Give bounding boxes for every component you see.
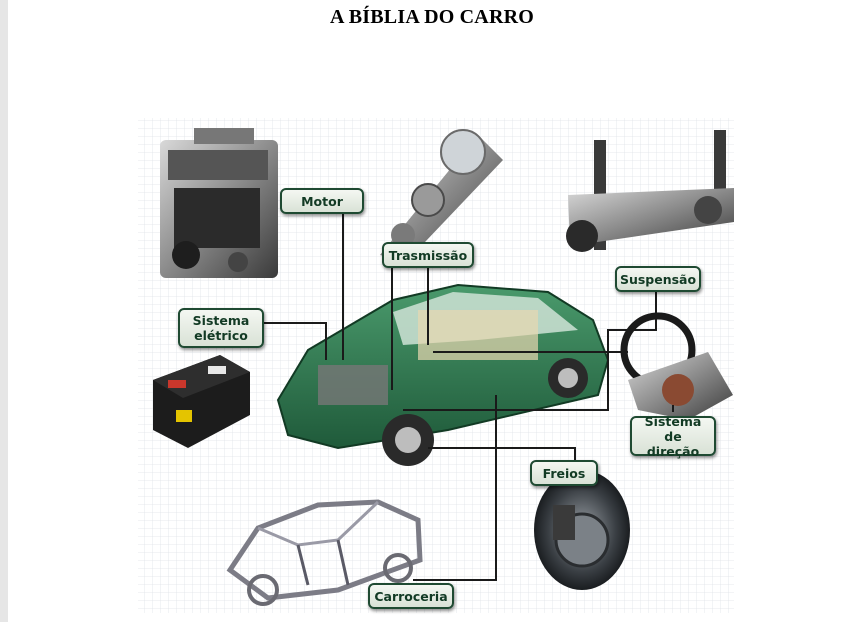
- callout-sistema-direcao: Sistema de direção: [630, 416, 716, 456]
- callout-carroceria: Carroceria: [368, 583, 454, 609]
- document-page: A BÍBLIA DO CARRO: [8, 0, 856, 622]
- callout-freios: Freios: [530, 460, 598, 486]
- callout-sistema-eletrico: Sistema elétrico: [178, 308, 264, 348]
- engine-image: [160, 128, 278, 278]
- callout-motor: Motor: [280, 188, 364, 214]
- car-parts-illustration: [8, 0, 856, 622]
- callout-suspensao: Suspensão: [615, 266, 701, 292]
- brake-image: [534, 470, 630, 590]
- callout-transmissao: Trasmissão: [382, 242, 474, 268]
- car-parts-figure: Motor Trasmissão Suspensão Sistema elétr…: [8, 0, 856, 622]
